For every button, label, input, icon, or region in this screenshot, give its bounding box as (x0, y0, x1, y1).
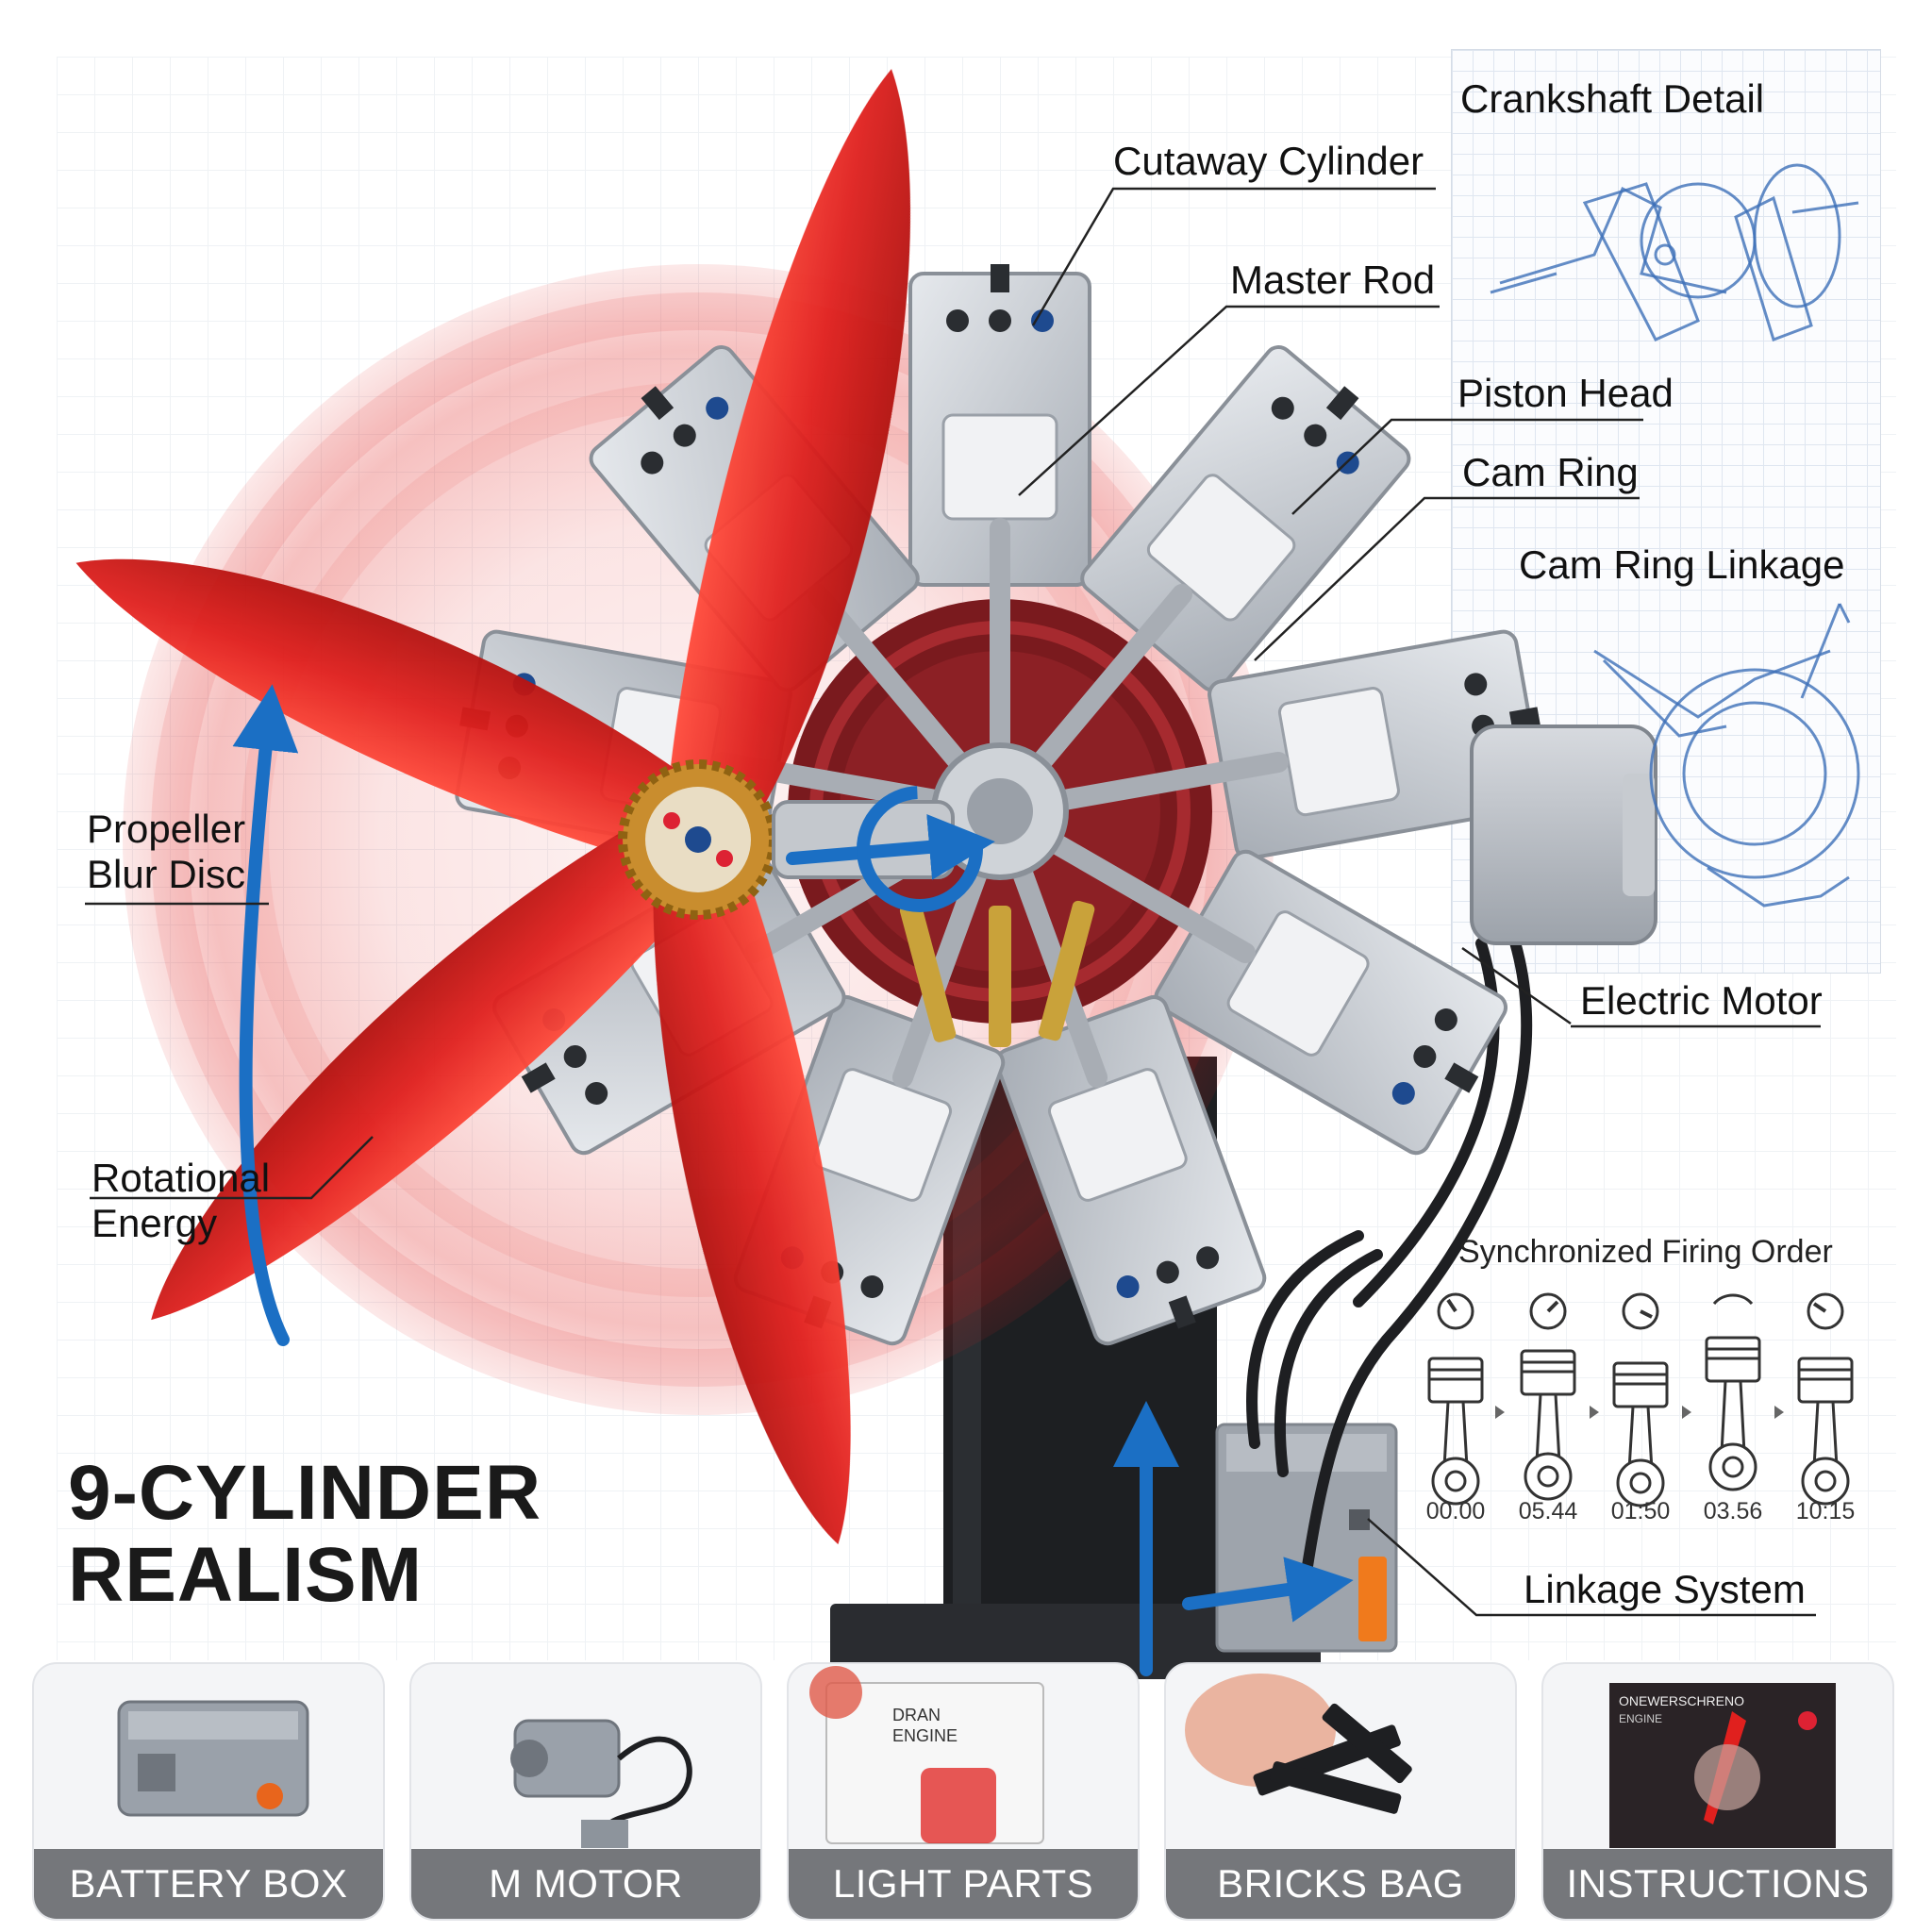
cam-ring-sketch (1593, 603, 1860, 908)
cutaway-cylinder-label: Cutaway Cylinder (1113, 139, 1424, 183)
piston-icon (1612, 1292, 1669, 1507)
firing-timestamp: 01:50 (1610, 1498, 1671, 1524)
card-label-battery-box: BATTERY BOX (34, 1849, 383, 1919)
manual-text-line2: ENGINE (892, 1726, 958, 1745)
electric-motor (1470, 724, 1657, 945)
piston-icon (1705, 1293, 1761, 1491)
electric-motor-label: Electric Motor (1580, 978, 1823, 1023)
piston-icon (1427, 1292, 1484, 1506)
manual-text-line1: DRAN (892, 1706, 941, 1724)
title-line1: 9-CYLINDER (68, 1450, 542, 1536)
rotational-energy-label: Rotational Energy (92, 1156, 270, 1247)
light-parts-icon: DRAN ENGINE (809, 1666, 1044, 1844)
piston-head-label: Piston Head (1457, 371, 1674, 415)
rotational-label-line2: Energy (92, 1201, 218, 1246)
piston-icon (1797, 1292, 1854, 1506)
battery-box-icon (117, 1700, 309, 1817)
linkage-system-label: Linkage System (1524, 1567, 1806, 1611)
card-label-m-motor: M MOTOR (411, 1849, 760, 1919)
firing-timestamp: 05.44 (1518, 1498, 1578, 1524)
firing-order-pistons (1427, 1292, 1854, 1507)
component-card-battery-box[interactable]: BATTERY BOX (32, 1662, 385, 1921)
component-card-m-motor[interactable]: M MOTOR (409, 1662, 762, 1921)
cam-ring-label: Cam Ring (1462, 450, 1639, 494)
component-card-light-parts[interactable]: DRAN ENGINE LIGHT PARTS (787, 1662, 1140, 1921)
leader-lines (85, 187, 1821, 1617)
component-card-bricks-bag[interactable]: BRICKS BAG (1164, 1662, 1517, 1921)
cam-ring-linkage-label: Cam Ring Linkage (1519, 542, 1845, 587)
motor-icon (510, 1719, 692, 1848)
card-label-bricks-bag: BRICKS BAG (1166, 1849, 1515, 1919)
firing-timestamp: 10:15 (1795, 1498, 1856, 1524)
box-text-line2: ENGINE (1619, 1712, 1662, 1725)
card-label-instructions: INSTRUCTIONS (1543, 1849, 1892, 1919)
card-label-light-parts: LIGHT PARTS (789, 1849, 1138, 1919)
rotation-ring (857, 786, 983, 912)
master-rod-label: Master Rod (1230, 258, 1436, 302)
battery-pack (1215, 1423, 1398, 1653)
crankshaft-detail-label: Crankshaft Detail (1460, 76, 1765, 121)
firing-order-title: Synchronized Firing Order (1458, 1234, 1833, 1270)
component-card-instructions[interactable]: ONEWERSCHRENO ENGINE INSTRUCTIONS (1541, 1662, 1894, 1921)
instructions-box-icon: ONEWERSCHRENO ENGINE (1609, 1683, 1836, 1848)
crankshaft-sketch (1490, 163, 1859, 341)
title-line2: REALISM (68, 1531, 423, 1618)
propeller-label-line2: Blur Disc (87, 852, 246, 897)
firing-timestamp: 03.56 (1703, 1498, 1763, 1524)
firing-timestamp: 00.00 (1425, 1498, 1486, 1524)
piston-icon (1520, 1292, 1576, 1501)
bricks-bag-icon (1185, 1674, 1412, 1814)
propeller-blur-disc-label: Propeller Blur Disc (87, 807, 245, 898)
cam-ring-assembly (711, 518, 1289, 1088)
propeller-label-line1: Propeller (87, 807, 246, 851)
page-title: 9-CYLINDER REALISM (68, 1450, 634, 1618)
curved-arrow-icon (232, 684, 1354, 1676)
rotational-label-line1: Rotational (92, 1156, 271, 1200)
box-text-line1: ONEWERSCHRENO (1619, 1693, 1744, 1708)
